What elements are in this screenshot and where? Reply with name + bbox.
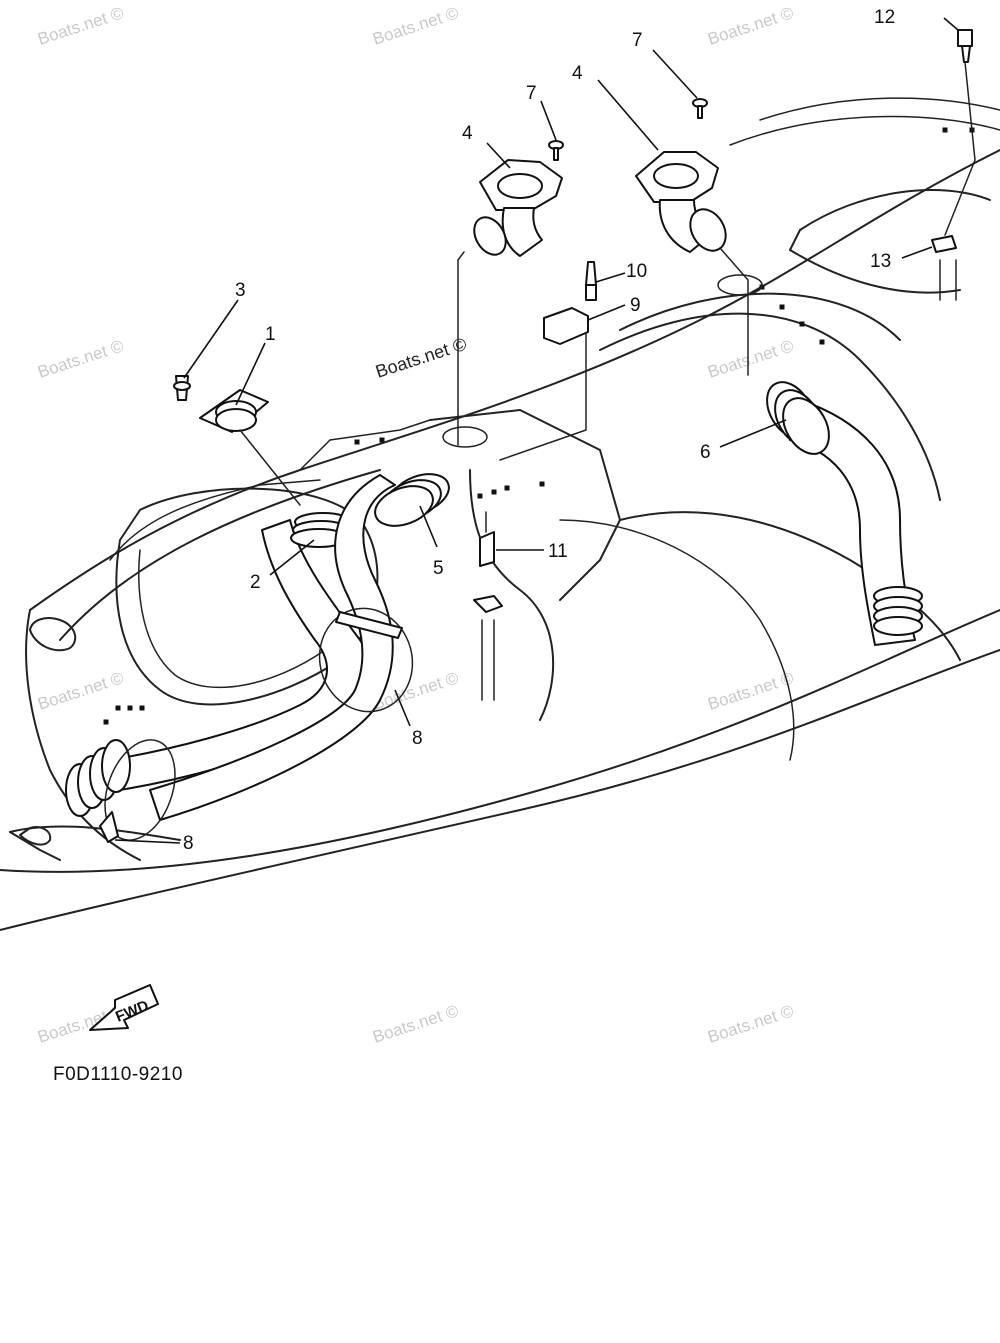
part-11-pipe: [473, 531, 503, 701]
callout-5: 5: [433, 558, 444, 579]
callout-2: 2: [250, 572, 261, 593]
figure-code: F0D1110-9210: [53, 1064, 183, 1085]
hull-drawing: [0, 97, 1000, 931]
watermark: Boats.net ©: [370, 3, 461, 49]
part-1-flange: [199, 389, 269, 433]
part-7-screw-right: [692, 98, 708, 119]
watermark: Boats.net ©: [705, 668, 796, 714]
callout-13: 13: [870, 251, 891, 272]
part-7-screw-left: [548, 140, 564, 161]
watermark: Boats.net ©: [373, 334, 469, 382]
callout-11: 11: [548, 541, 568, 562]
watermark: Boats.net ©: [35, 3, 126, 49]
part-13-clip: [931, 235, 957, 301]
callout-9: 9: [630, 295, 641, 316]
callout-8: 8: [183, 833, 194, 854]
watermark: Boats.net ©: [705, 3, 796, 49]
hose-6-bellows-bottom: [873, 586, 923, 636]
callout-7: 7: [632, 30, 643, 51]
callout-labels: 1 2 3 4 4 5 6 7 7 8 8 9 10 11 12 13: [183, 7, 895, 854]
part-9-bracket: [543, 307, 589, 345]
part-12-plug: [957, 29, 973, 63]
part-10-rivet: [585, 261, 597, 301]
part-4-elbow-left: [473, 159, 563, 257]
callout-3: 3: [235, 280, 246, 301]
leader-lines: [114, 17, 976, 844]
hose-5-bellows: [374, 473, 450, 527]
callout-4: 4: [462, 123, 473, 144]
callout-1: 1: [265, 324, 276, 345]
part-3-rivet: [173, 375, 191, 401]
band-8-clamp: [318, 607, 414, 713]
callout-12: 12: [874, 7, 895, 28]
callout-10: 10: [626, 261, 647, 282]
watermark: Boats.net ©: [35, 668, 126, 714]
parts: [65, 29, 973, 843]
callout-7: 7: [526, 83, 537, 104]
band-8-lower-clamp: [104, 739, 176, 841]
callout-6: 6: [700, 442, 711, 463]
hose-front-bellows: [65, 739, 131, 817]
callout-4: 4: [572, 63, 583, 84]
watermark: Boats.net ©: [705, 1001, 796, 1047]
callout-8: 8: [412, 728, 423, 749]
watermark: Boats.net ©: [370, 1001, 461, 1047]
watermark: Boats.net ©: [35, 336, 126, 382]
watermark: Boats.net ©: [705, 336, 796, 382]
part-4-elbow-right: [635, 151, 727, 253]
hose-6-bellows-top: [766, 381, 830, 455]
